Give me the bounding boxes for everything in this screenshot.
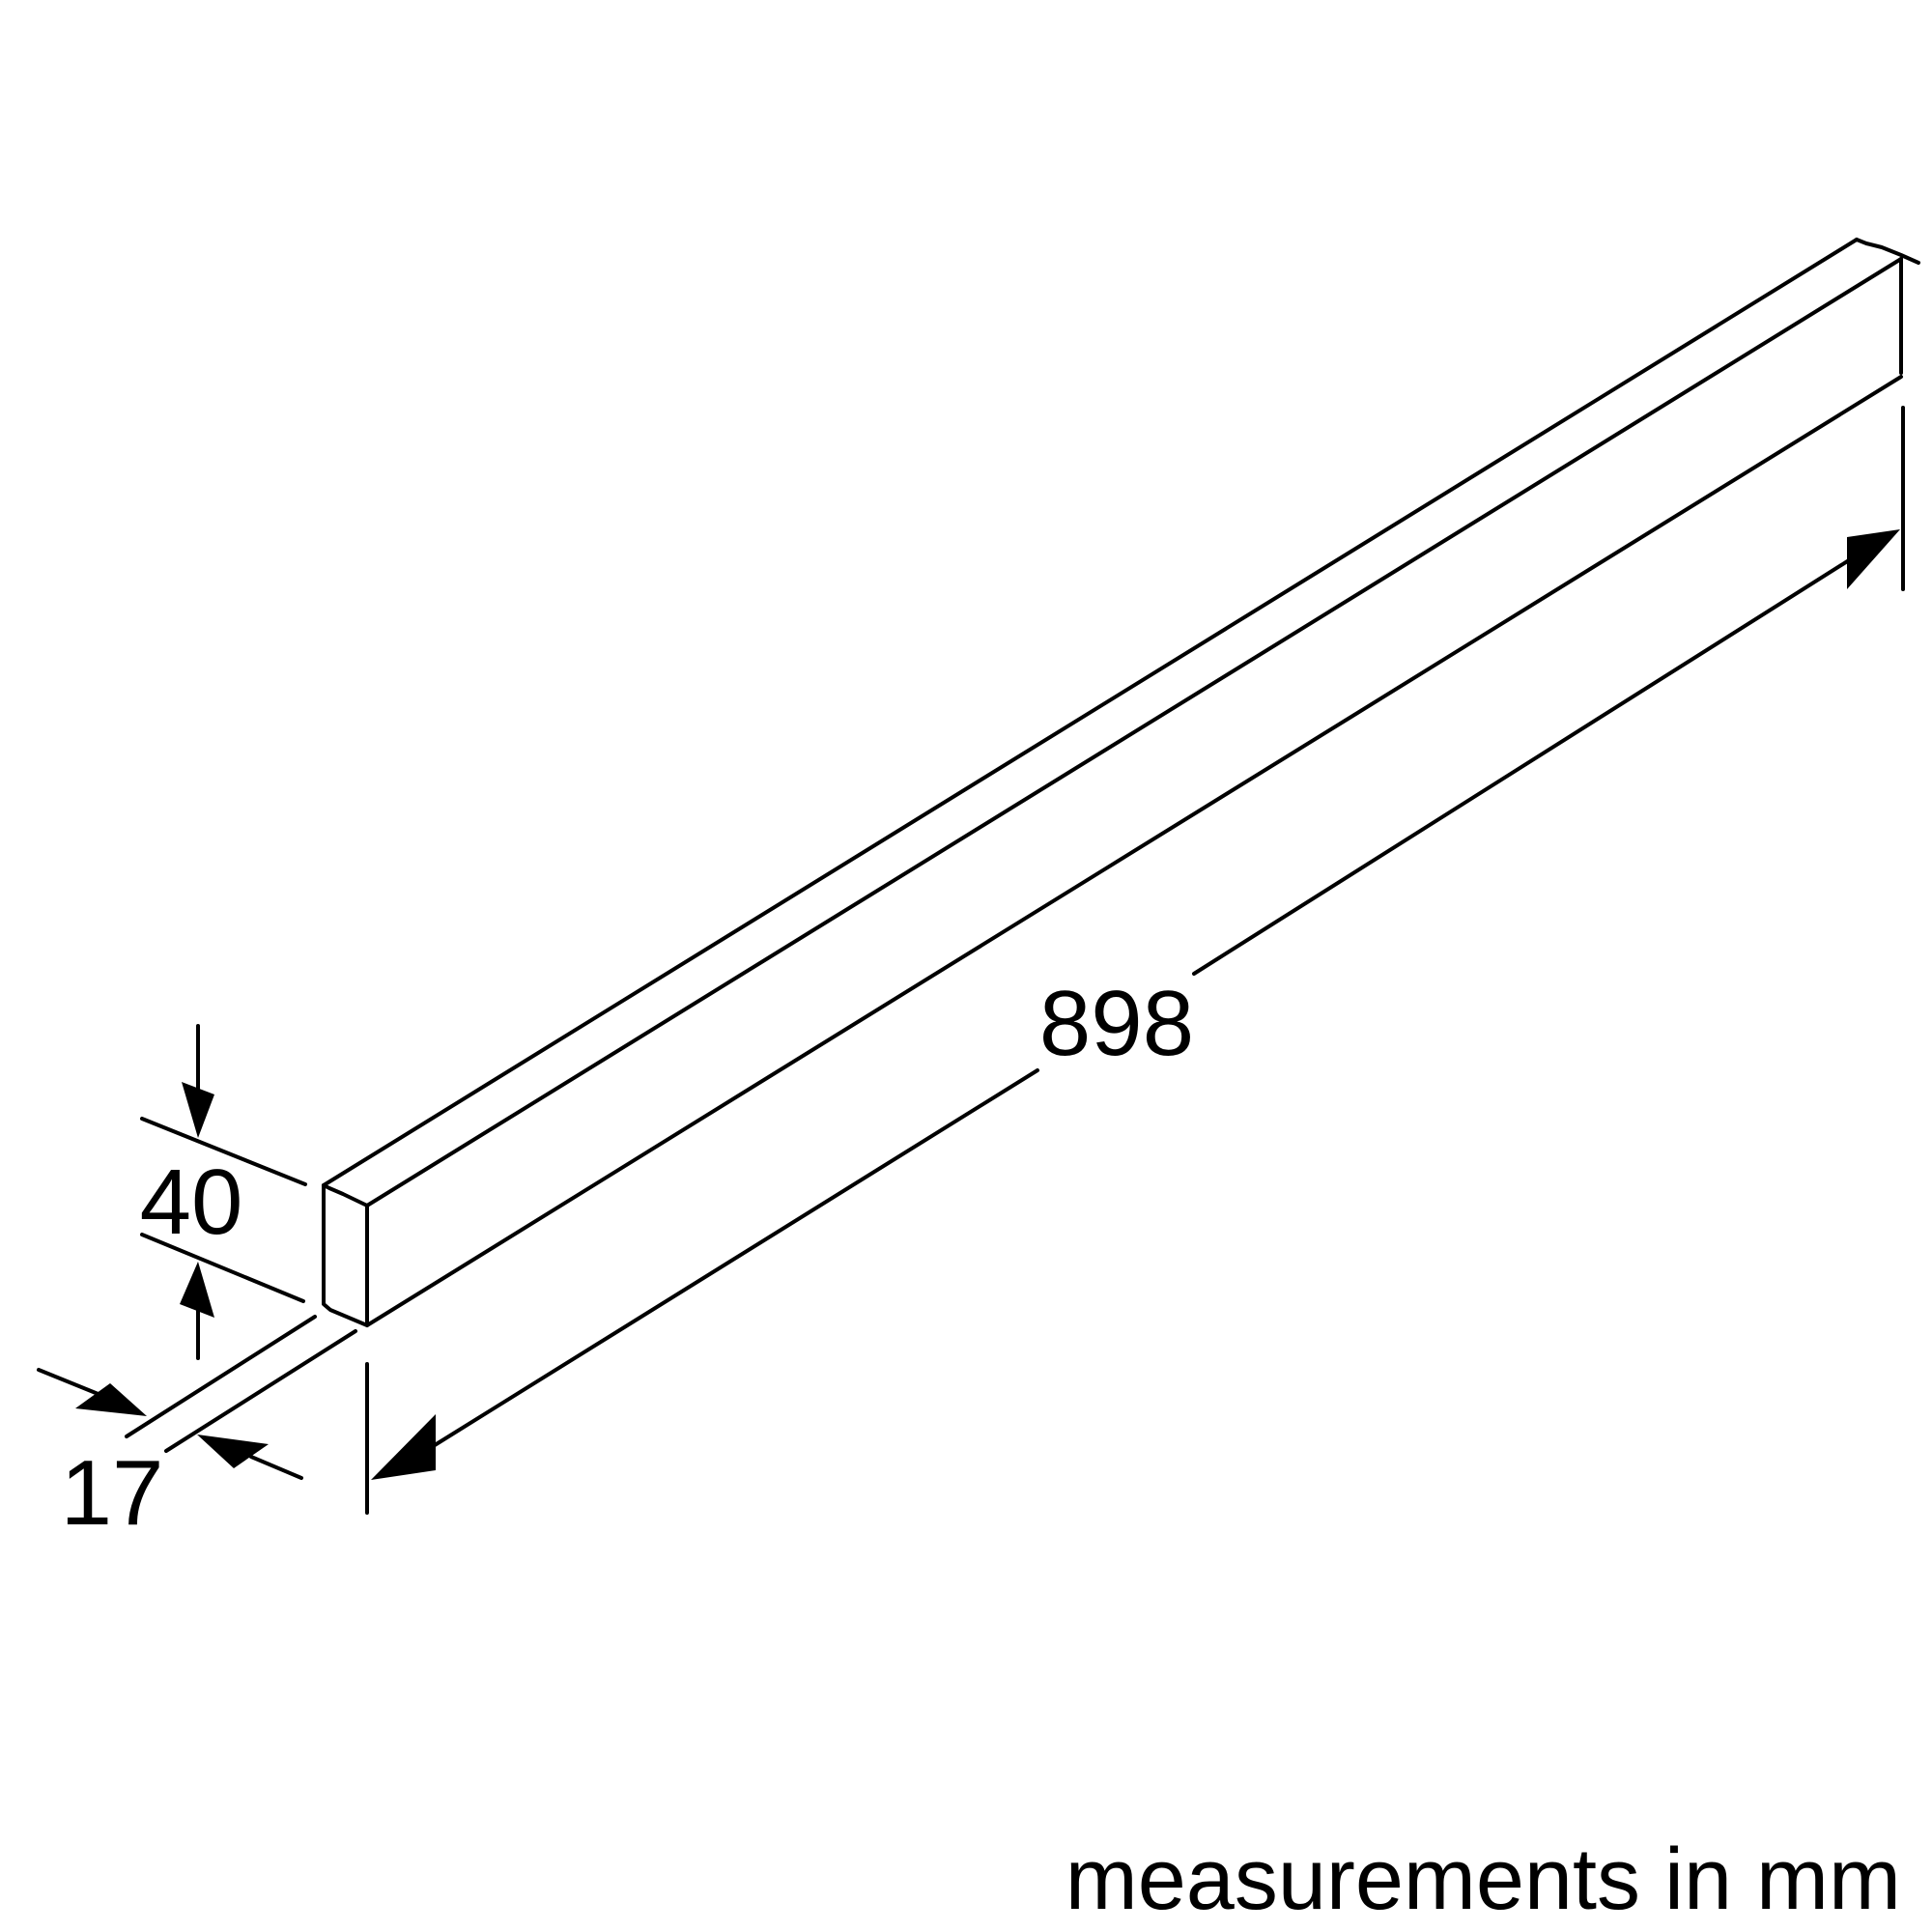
bar-top-front-edge xyxy=(365,257,1903,1208)
height-extension-line-bottom xyxy=(140,1233,305,1303)
length-arrowhead-near xyxy=(371,1414,436,1480)
height-arrowhead-top xyxy=(182,1082,214,1138)
depth-label: 17 xyxy=(61,1441,164,1545)
measurements-note: measurements in mm xyxy=(1065,1832,1901,1928)
height-dimension: 40 xyxy=(140,1024,307,1360)
depth-leader-right xyxy=(249,1455,303,1480)
length-dimension-line-lower xyxy=(433,1068,1039,1447)
bar-near-end-face xyxy=(322,1183,369,1327)
depth-extension-line-front xyxy=(164,1329,357,1453)
bar-back-top-cap xyxy=(1855,238,1920,265)
length-label: 898 xyxy=(1039,972,1194,1075)
depth-arrowhead-left xyxy=(75,1383,147,1416)
length-dimension-line-upper xyxy=(1192,558,1851,976)
bar-bottom-front-edge xyxy=(365,375,1903,1327)
depth-dimension: 17 xyxy=(37,1315,357,1545)
length-dimension: 898 xyxy=(365,406,1905,1515)
bar-top-back-edge xyxy=(322,238,1859,1187)
height-arrowhead-bottom xyxy=(180,1262,214,1318)
height-extension-line-top xyxy=(140,1117,307,1186)
depth-arrowhead-right xyxy=(197,1435,269,1468)
depth-extension-line-back xyxy=(125,1315,317,1438)
length-arrowhead-far xyxy=(1847,529,1900,589)
height-label: 40 xyxy=(140,1151,243,1254)
depth-leader-left xyxy=(37,1368,102,1397)
bar-outline xyxy=(322,238,1920,1327)
